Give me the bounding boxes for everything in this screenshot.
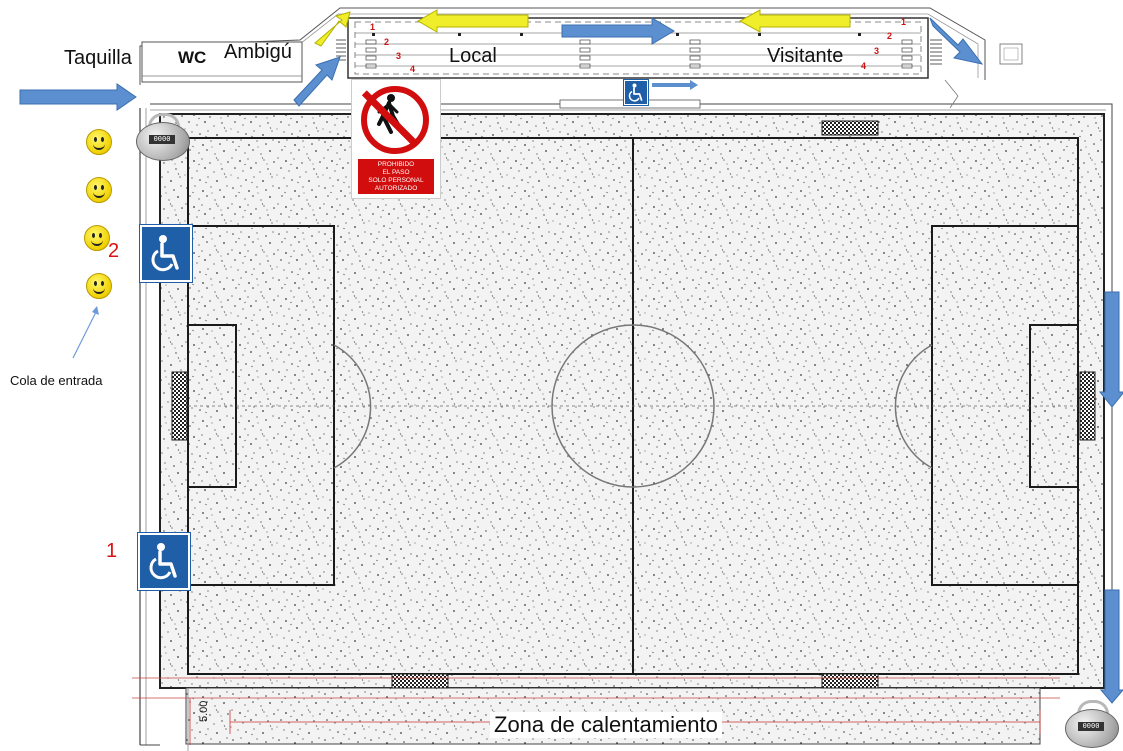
wheelchair-icon xyxy=(624,80,648,105)
smiley-icon xyxy=(86,129,112,155)
entry-arrow xyxy=(19,83,137,111)
row-number-right: 2 xyxy=(887,31,893,41)
row-number-right: 3 xyxy=(874,46,880,56)
smiley-icon xyxy=(86,273,112,299)
accessible-spot-number: 1 xyxy=(106,540,118,562)
away-stand-label: Visitante xyxy=(767,45,844,67)
tally-counter-icon: 0000 xyxy=(136,113,190,161)
tally-counter-icon: 0000 xyxy=(1065,700,1119,748)
stand-arrow-yellow-1 xyxy=(417,9,529,33)
prohibition-icon xyxy=(361,86,429,154)
snack-bar-label: Ambigú xyxy=(224,41,292,63)
accessible-spot-number: 2 xyxy=(108,240,120,262)
sign-line: SOLO PERSONAL xyxy=(368,176,424,184)
queue-pointer xyxy=(72,309,98,359)
wheelchair-icon xyxy=(140,225,192,282)
row-number-left: 2 xyxy=(384,37,390,47)
row-number-right: 1 xyxy=(901,17,907,27)
row-number-left: 3 xyxy=(396,51,402,61)
row-number-left: 4 xyxy=(410,64,416,74)
exit-arrow-right-1 xyxy=(1098,291,1123,408)
sign-line: PROHIBIDO xyxy=(377,160,415,168)
warmup-zone-label: Zona de calentamiento xyxy=(490,712,722,738)
counter-digits: 0000 xyxy=(1078,722,1104,731)
exit-arrow-right-2 xyxy=(1099,589,1123,704)
exit-arrow-diag-right xyxy=(929,17,984,65)
dimension-label: 5.00 xyxy=(198,700,210,722)
smiley-icon xyxy=(84,225,110,251)
queue-label: Cola de entrada xyxy=(10,373,103,388)
sign-line: EL PASO xyxy=(382,168,410,176)
sign-line: AUTORIZADO xyxy=(374,184,418,192)
row-number-left: 1 xyxy=(370,22,376,32)
ticket-office-label: Taquilla xyxy=(64,47,132,69)
wc-label: WC xyxy=(178,48,207,67)
home-stand-label: Local xyxy=(449,45,497,67)
wheelchair-icon xyxy=(138,533,190,590)
no-entry-sign: PROHIBIDO EL PASO SOLO PERSONAL AUTORIZA… xyxy=(351,79,441,199)
stand-arrow-yellow-2 xyxy=(738,9,851,33)
row-number-right: 4 xyxy=(861,61,867,71)
counter-digits: 0000 xyxy=(149,135,175,144)
stand-arrow-yellow-diag xyxy=(314,11,351,47)
small-arrow-right xyxy=(652,80,698,90)
smiley-icon xyxy=(86,177,112,203)
exit-arrow-diag-left xyxy=(293,56,341,107)
stand-arrow-blue xyxy=(561,17,675,45)
